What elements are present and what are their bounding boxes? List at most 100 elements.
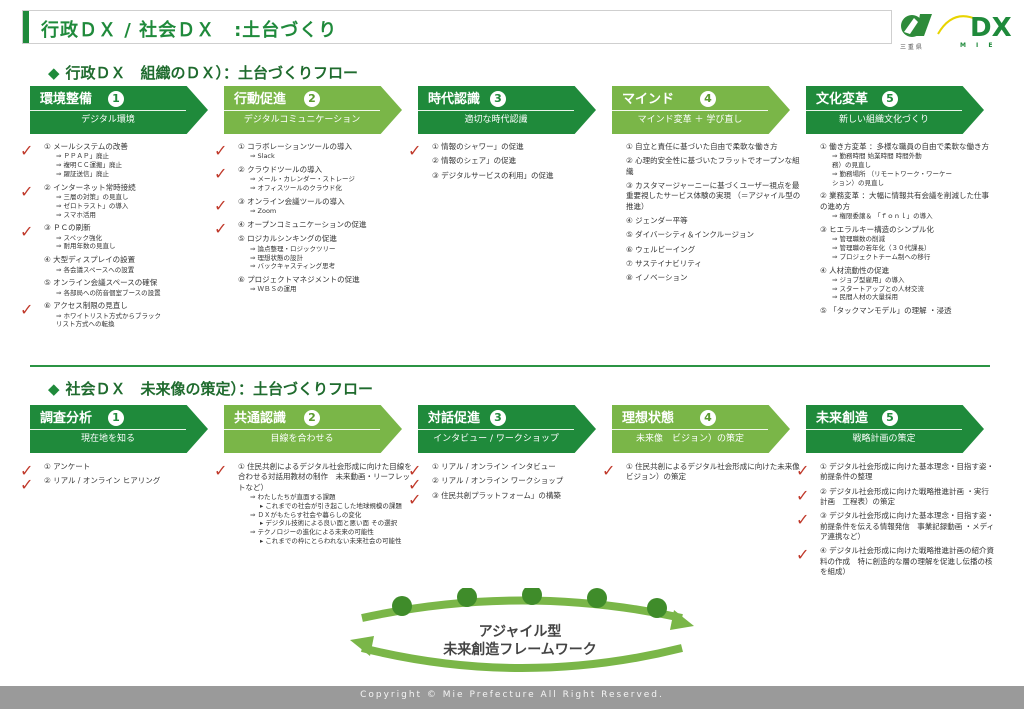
diamond-icon: ◆ (48, 380, 60, 398)
step-subtitle: 未来像 ビジョン）の策定 (612, 429, 768, 447)
step-number-badge: 2 (304, 91, 320, 107)
header-accent-bar (23, 11, 29, 43)
list-item: ✓② リアル / オンライン ヒアリング (20, 475, 219, 494)
logo-dx-text: DX (970, 13, 1012, 43)
list-subitem: ⇒ 管理職の若年化（３０代課長） (832, 243, 931, 252)
section1-title: ◆行政ＤＸ 組織のＤＸ）：土台づくりフロー (48, 64, 359, 82)
list-item: ✓④ デジタル社会形成に向けた戦略推進計画の紹介資料の作成 特に創造的な層の理解… (796, 545, 995, 577)
list-subitem: ⇒ スマホ活用 (56, 210, 96, 219)
step-number-badge: 4 (700, 410, 716, 426)
checkmark-icon: ✓ (602, 461, 616, 480)
step-label: 未来創造 (816, 411, 869, 426)
copyright-text: Copyright © Mie Prefecture All Right Res… (360, 690, 664, 700)
list-item: ✓② デジタル社会形成に向けた戦略推進計画 ・実行計画 工程表）の策定 (796, 486, 995, 508)
list-item: ④ 大型ディスプレイの設置⇒ 各会議スペースへの設置 (44, 255, 219, 274)
step-subtitle: デジタルコミュニケーション (224, 110, 380, 128)
list-item: ✓② インターネット常時接続⇒ 三層の対策」の見直し⇒ ゼロトラスト」の導入⇒ … (20, 182, 219, 220)
step-subtitle: インタビュー / ワークショップ (418, 429, 574, 447)
list-item: ⑤ 「タックマンモデル」の理解 ・浸透 (820, 306, 995, 316)
list-item-text: ① アンケート (44, 462, 91, 471)
step-subtitle: 目線を合わせる (224, 429, 380, 447)
page-title: 行政ＤＸ / 社会ＤＸ :土台づくり (41, 20, 338, 41)
cycle-node (392, 596, 412, 616)
step-label: 理想状態 (622, 411, 675, 426)
list-item-text: ② デジタル社会形成に向けた戦略推進計画 ・実行計画 工程表）の策定 (820, 486, 989, 507)
list-item-text: ④ ジェンダー平等 (626, 216, 688, 226)
step-subtitle: 新しい組織文化づくり (806, 110, 962, 128)
step-number-badge: 2 (304, 410, 320, 426)
list-item: ✓ ① アンケート (20, 461, 219, 480)
list-subitem: ⇒ オフィスツールのクラウド化 (250, 184, 342, 193)
list-subitem: ⇒ 三層の対策」の見直し (56, 192, 129, 201)
list-subitem: ⇒ 権限委譲＆ 「ｆｏｎｌ」の導入 (832, 212, 933, 221)
list-subitem: ⇒ 民間人材の大量採用 (832, 293, 899, 302)
list-item-text: ③ デジタルサービスの利用」の促進 (432, 170, 554, 180)
step-item-list: ✓① コラボレーションツールの導入⇒ Slack✓② クラウドツールの導入⇒ メ… (214, 141, 413, 298)
step-label: 調査分析 (40, 411, 93, 426)
list-item: ⑤ オンライン会議スペースの確保⇒ 各部局への防音個室ブースの設置 (44, 278, 219, 297)
list-item-text: ④ デジタル社会形成に向けた戦略推進計画の紹介資料の作成 特に創造的な層の理解を… (820, 546, 994, 577)
footer: Copyright © Mie Prefecture All Right Res… (0, 686, 1024, 709)
step-subtitle: 適切な時代認識 (418, 110, 574, 128)
agile-framework-label: アジャイル型 未来創造フレームワーク (443, 624, 597, 658)
list-item: ✓① 住民共創によるデジタル社会形成に向けた目線を合わせる対話用教材の制作 未来… (214, 461, 413, 546)
list-subitem: 務）の見直し (832, 161, 871, 170)
list-subitem: ⇒ ジョブ型雇用」の導入 (832, 275, 905, 284)
list-item: ⑥ ウェルビーイング (626, 245, 801, 255)
page-header: 行政ＤＸ / 社会ＤＸ :土台づくり (22, 10, 892, 44)
section2-title: ◆社会ＤＸ 未来像の策定）：土台づくりフロー (48, 380, 374, 398)
step-number-badge: 1 (108, 91, 124, 107)
list-item-text: ③ ＰＣの刷新 (44, 223, 91, 233)
checkmark-icon: ✓ (20, 222, 34, 242)
list-item: ② 業務変革 ：大幅に情報共有会議を削減した仕事の進め方⇒ 権限委譲＆ 「ｆｏｎ… (820, 191, 995, 220)
list-item: ③ ヒエラルキー構造のシンプル化⇒ 管理職数の削減⇒ 管理職の若年化（３０代課長… (820, 225, 995, 262)
checkmark-icon: ✓ (214, 219, 228, 239)
list-subitem: ⇒ ＷＢＳの運用 (250, 285, 297, 294)
diamond-icon: ◆ (48, 64, 60, 82)
step-number-badge: 3 (490, 91, 506, 107)
step-label: 対話促進 (428, 411, 481, 426)
list-item-text: ④ オープンコミュニケーションの促進 (238, 220, 367, 230)
list-item-text: ① 住民共創によるデジタル社会形成に向けた目線を合わせる対話用教材の制作 未来動… (238, 462, 412, 492)
list-subitem: ⇒ 耐用年数の見直し (56, 242, 116, 251)
step-label: 行動促進 (234, 92, 287, 107)
list-item-text: ① 働き方変革 ：多様な職員の自由で柔軟な働き方 (820, 142, 989, 151)
list-item: ✓② クラウドツールの導入⇒ メール・カレンダー・ストレージ⇒ オフィスツールの… (214, 164, 413, 193)
cycle-node (457, 588, 477, 607)
checkmark-icon: ✓ (214, 195, 228, 215)
list-item: ⑦ サステイナビリティ (626, 259, 801, 269)
list-item-text: ① リアル / オンライン インタビュー (432, 462, 556, 471)
list-item: ④ ジェンダー平等 (626, 216, 801, 226)
list-item: ⑤ ロジカルシンキングの促進⇒ 論点整理・ロジックツリー⇒ 理想状態の設計⇒ バ… (238, 234, 413, 271)
checkmark-icon: ✓ (20, 475, 34, 495)
list-item-text: ① 住民共創によるデジタル社会形成に向けた未来像 ビジョン）の策定 (626, 462, 808, 482)
step-label: マインド (622, 92, 675, 107)
list-item: ✓ ① デジタル社会形成に向けた基本理念・目指す姿・前提条件の整理 (796, 461, 995, 483)
step-subtitle: 現在地を知る (30, 429, 186, 447)
section-divider (30, 365, 990, 367)
list-subitem: ▸ デジタル技術による良い面と悪い面 その選択 (260, 519, 398, 528)
checkmark-icon: ✓ (20, 461, 34, 480)
list-subitem: ⇒ わたしたちが直面する課題 (250, 493, 336, 502)
list-item: ③ デジタルサービスの利用」の促進 (432, 171, 607, 181)
list-subitem: ⇒ ＤＸがもたらす社会や暮らしの変化 (250, 510, 362, 519)
list-subitem: ション）の見直し (832, 178, 884, 187)
list-item: ✓① メールシステムの改善⇒ ＰＰＡＰ」廃止⇒ 複明ＣＣ運搬」廃止⇒ 躍証送信」… (20, 141, 219, 179)
checkmark-icon: ✓ (796, 510, 810, 530)
cycle-node (522, 588, 542, 605)
list-item-text: ③ オンライン会議ツールの導入 (238, 196, 345, 206)
step-item-list: ✓① デジタル社会形成に向けた基本理念・目指す姿・前提条件の整理✓② デジタル社… (796, 461, 995, 581)
list-item-text: ② リアル / オンライン ワークショップ (432, 476, 564, 486)
list-subitem: ⇒ バックキャスティング思考 (250, 262, 336, 271)
list-item: ⑤ ダイバーシティ＆インクルージョン (626, 230, 801, 240)
step-item-list: ✓ ① アンケート ✓② リアル / オンライン ヒアリング (20, 461, 219, 494)
list-item-text: ② 業務変革 ：大幅に情報共有会議を削減した仕事の進め方 (820, 191, 989, 211)
list-item-text: ⑥ プロジェクトマネジメントの促進 (238, 275, 360, 285)
list-item-text: ① デジタル社会形成に向けた基本理念・目指す姿・前提条件の整理 (820, 462, 994, 482)
list-item-text: ② 心理的安全性に基づいたフラットでオープンな組織 (626, 156, 800, 176)
checkmark-icon: ✓ (796, 461, 810, 480)
